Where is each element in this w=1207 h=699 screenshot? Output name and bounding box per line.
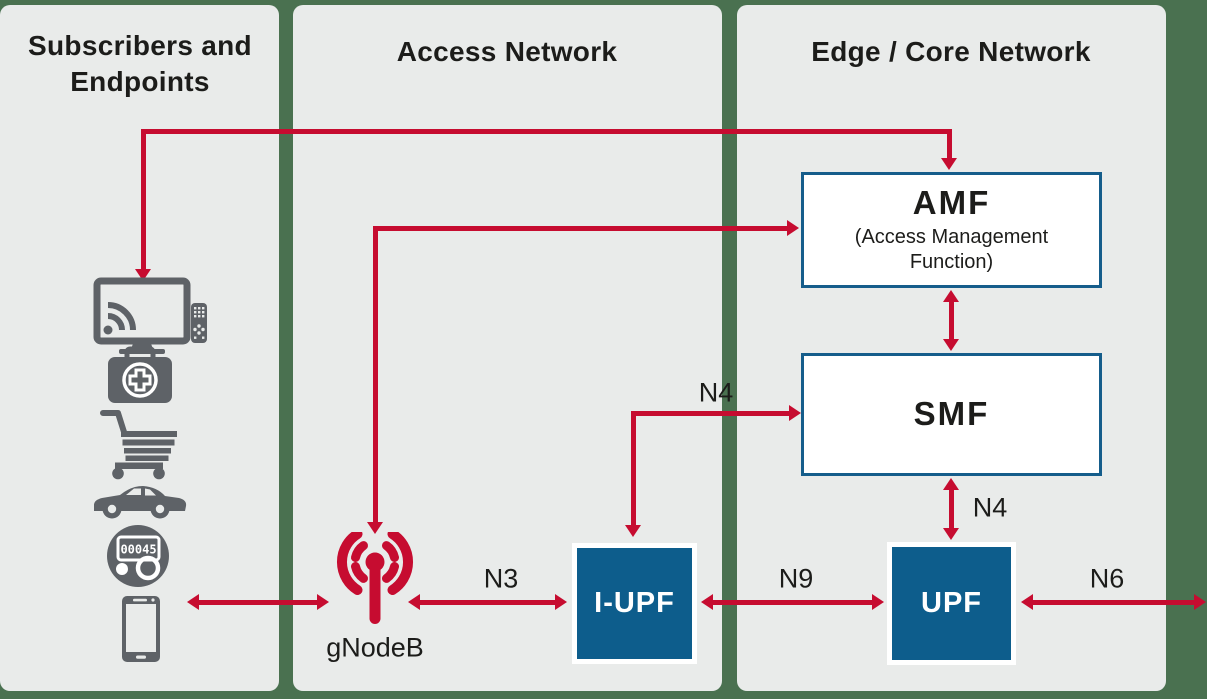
- arrowhead-up-icon: [943, 478, 959, 490]
- column-title-edge-core: Edge / Core Network: [811, 36, 1091, 67]
- arrowhead-down-icon: [367, 522, 383, 534]
- connector-gnodeb-amf-vertical: [373, 226, 378, 522]
- connector-upf-external: [1033, 600, 1194, 605]
- arrowhead-down-icon: [943, 339, 959, 351]
- connector-iupf-smf-vertical: [631, 411, 636, 525]
- arrowhead-down-icon: [941, 158, 957, 170]
- arrowhead-right-icon: [317, 594, 329, 610]
- connector-gnodeb-amf-horizontal: [373, 226, 787, 231]
- node-iupf: I-UPF: [572, 543, 697, 664]
- connector-amf-smf: [949, 302, 954, 339]
- smart-meter-icon: 00045: [107, 525, 169, 587]
- node-amf: AMF (Access Management Function): [801, 172, 1102, 288]
- arrowhead-right-icon: [1194, 594, 1206, 610]
- column-title-access: Access Network: [396, 36, 618, 67]
- medical-kit-icon: [108, 346, 172, 403]
- car-icon: [94, 486, 187, 519]
- connector-smf-upf: [949, 490, 954, 528]
- arrowhead-up-icon: [943, 290, 959, 302]
- connector-iupf-upf: [713, 600, 872, 605]
- arrowhead-right-icon: [872, 594, 884, 610]
- connector-devices-amf-horizontal: [141, 129, 952, 134]
- smartphone-icon: [122, 596, 160, 662]
- arrowhead-left-icon: [408, 594, 420, 610]
- arrowhead-right-icon: [787, 220, 799, 236]
- column-title-subscribers: Subscribers and Endpoints: [28, 30, 252, 97]
- node-amf-title: AMF: [912, 184, 991, 222]
- interface-label-n3: N3: [483, 563, 519, 594]
- interface-label-n4-smf-upf: N4: [972, 492, 1008, 523]
- smart-tv-with-remote-icon: [93, 277, 207, 354]
- arrowhead-left-icon: [187, 594, 199, 610]
- arrowhead-down-icon: [943, 528, 959, 540]
- node-upf-title: UPF: [921, 587, 982, 619]
- shopping-cart-icon: [100, 410, 177, 480]
- connector-iupf-smf-horizontal: [631, 411, 789, 416]
- arrowhead-right-icon: [555, 594, 567, 610]
- interface-label-n9: N9: [778, 563, 814, 594]
- node-amf-subtitle: (Access Management Function): [854, 225, 1049, 273]
- arrowhead-left-icon: [701, 594, 713, 610]
- gnodeb-label: gNodeB: [326, 632, 424, 663]
- connector-phone-gnodeb: [199, 600, 317, 605]
- interface-label-n4-iupf-smf: N4: [698, 377, 734, 408]
- interface-label-n6: N6: [1089, 563, 1125, 594]
- gnodeb-antenna-icon: [336, 532, 414, 624]
- arrowhead-right-icon: [789, 405, 801, 421]
- connector-devices-amf-left-drop: [141, 129, 146, 269]
- node-upf: UPF: [887, 542, 1016, 665]
- arrowhead-left-icon: [1021, 594, 1033, 610]
- connector-gnodeb-iupf: [420, 600, 555, 605]
- node-smf-title: SMF: [913, 395, 990, 433]
- meter-reading: 00045: [120, 543, 156, 557]
- arrowhead-down-icon: [625, 525, 641, 537]
- node-iupf-title: I-UPF: [594, 587, 675, 619]
- node-smf: SMF: [801, 353, 1102, 476]
- connector-devices-amf-right-drop: [947, 129, 952, 158]
